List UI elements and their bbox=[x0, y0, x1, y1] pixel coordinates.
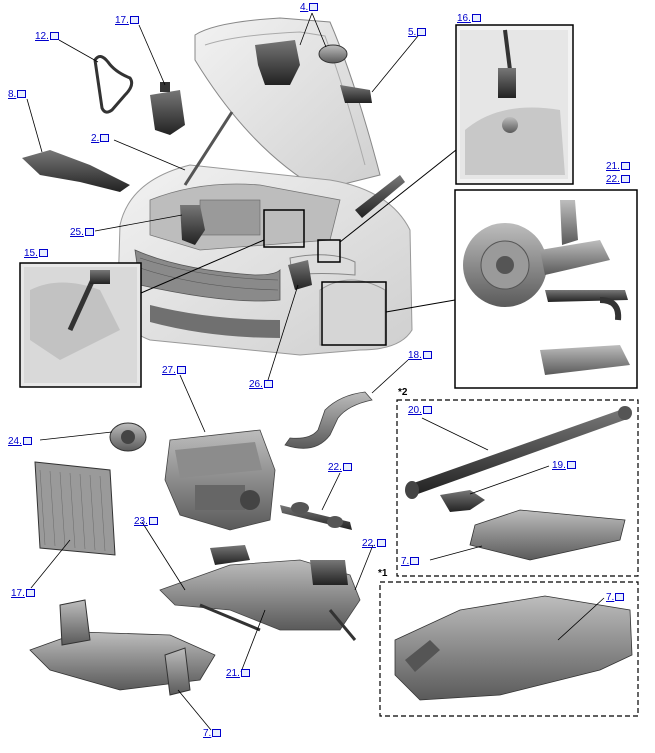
callout-17-radiator[interactable]: 17. bbox=[11, 588, 35, 599]
link-icon bbox=[212, 729, 222, 737]
link-icon bbox=[263, 380, 273, 388]
callout-22-subframe[interactable]: 22. bbox=[362, 538, 386, 549]
part-24 bbox=[109, 422, 147, 452]
callout-25[interactable]: 25. bbox=[70, 227, 94, 238]
note-option-2: *2 bbox=[398, 387, 408, 398]
leader-lines bbox=[26, 12, 605, 731]
highlight-box-15 bbox=[263, 209, 305, 248]
link-icon bbox=[342, 463, 352, 471]
part-subframe-23 bbox=[159, 545, 361, 641]
link-icon bbox=[38, 249, 48, 257]
highlight-box-21 bbox=[321, 281, 387, 346]
note-option-1: *1 bbox=[378, 568, 388, 579]
link-icon bbox=[615, 593, 625, 601]
callout-7-box1[interactable]: 7. bbox=[606, 592, 625, 603]
part-engine-27 bbox=[164, 429, 276, 531]
inset-16 bbox=[455, 24, 574, 185]
part-strut-right bbox=[355, 175, 405, 218]
callout-16[interactable]: 16. bbox=[457, 13, 481, 24]
callout-2[interactable]: 2. bbox=[91, 133, 110, 144]
link-icon bbox=[417, 28, 427, 36]
callout-17-reservoir[interactable]: 17. bbox=[115, 15, 139, 26]
link-icon bbox=[49, 32, 59, 40]
link-icon bbox=[620, 162, 630, 170]
inset-15 bbox=[19, 262, 142, 388]
callout-21-inset[interactable]: 21. bbox=[606, 161, 630, 172]
box-option-2 bbox=[396, 399, 639, 577]
highlight-box-16 bbox=[317, 239, 341, 263]
link-icon bbox=[129, 16, 139, 24]
callout-24[interactable]: 24. bbox=[8, 436, 32, 447]
part-belt-12 bbox=[93, 55, 134, 114]
link-icon bbox=[176, 366, 186, 374]
callout-18[interactable]: 18. bbox=[408, 350, 432, 361]
part-bracket-26 bbox=[288, 260, 312, 290]
callout-4[interactable]: 4. bbox=[300, 2, 319, 13]
callout-27[interactable]: 27. bbox=[162, 365, 186, 376]
callout-19[interactable]: 19. bbox=[552, 460, 576, 471]
callout-5[interactable]: 5. bbox=[408, 27, 427, 38]
link-icon bbox=[240, 669, 250, 677]
part-reservoir-17 bbox=[150, 82, 185, 135]
callout-12[interactable]: 12. bbox=[35, 31, 59, 42]
callout-20[interactable]: 20. bbox=[408, 405, 432, 416]
link-icon bbox=[620, 175, 630, 183]
link-icon bbox=[422, 406, 432, 414]
part-cowl-8 bbox=[22, 150, 130, 192]
link-icon bbox=[376, 539, 386, 547]
callout-22-inset[interactable]: 22. bbox=[606, 174, 630, 185]
callout-23[interactable]: 23. bbox=[134, 516, 158, 527]
link-icon bbox=[410, 557, 420, 565]
callout-7-box2[interactable]: 7. bbox=[401, 556, 420, 567]
part-hose-18 bbox=[284, 391, 373, 449]
link-icon bbox=[22, 437, 32, 445]
part-radiator-17 bbox=[34, 461, 116, 556]
link-icon bbox=[84, 228, 94, 236]
link-icon bbox=[100, 134, 110, 142]
link-icon bbox=[422, 351, 432, 359]
box-option-1 bbox=[379, 581, 639, 717]
link-icon bbox=[148, 517, 158, 525]
link-icon bbox=[471, 14, 481, 22]
part-hood-stay-2 bbox=[183, 111, 234, 186]
link-icon bbox=[309, 3, 319, 11]
link-icon bbox=[17, 90, 27, 98]
inset-21-22 bbox=[454, 189, 638, 389]
link-icon bbox=[566, 461, 576, 469]
callout-15[interactable]: 15. bbox=[24, 248, 48, 259]
callout-21-subframe[interactable]: 21. bbox=[226, 668, 250, 679]
callout-22-driveshaft[interactable]: 22. bbox=[328, 462, 352, 473]
part-reservoir-4 bbox=[255, 40, 348, 85]
callout-7-undercover[interactable]: 7. bbox=[203, 728, 222, 739]
part-mount-25 bbox=[180, 205, 205, 245]
link-icon bbox=[25, 589, 35, 597]
part-bracket-5 bbox=[340, 85, 372, 103]
part-undercover-7 bbox=[29, 599, 216, 696]
part-driveshaft-22 bbox=[280, 502, 352, 530]
callout-26[interactable]: 26. bbox=[249, 379, 273, 390]
callout-8[interactable]: 8. bbox=[8, 89, 27, 100]
